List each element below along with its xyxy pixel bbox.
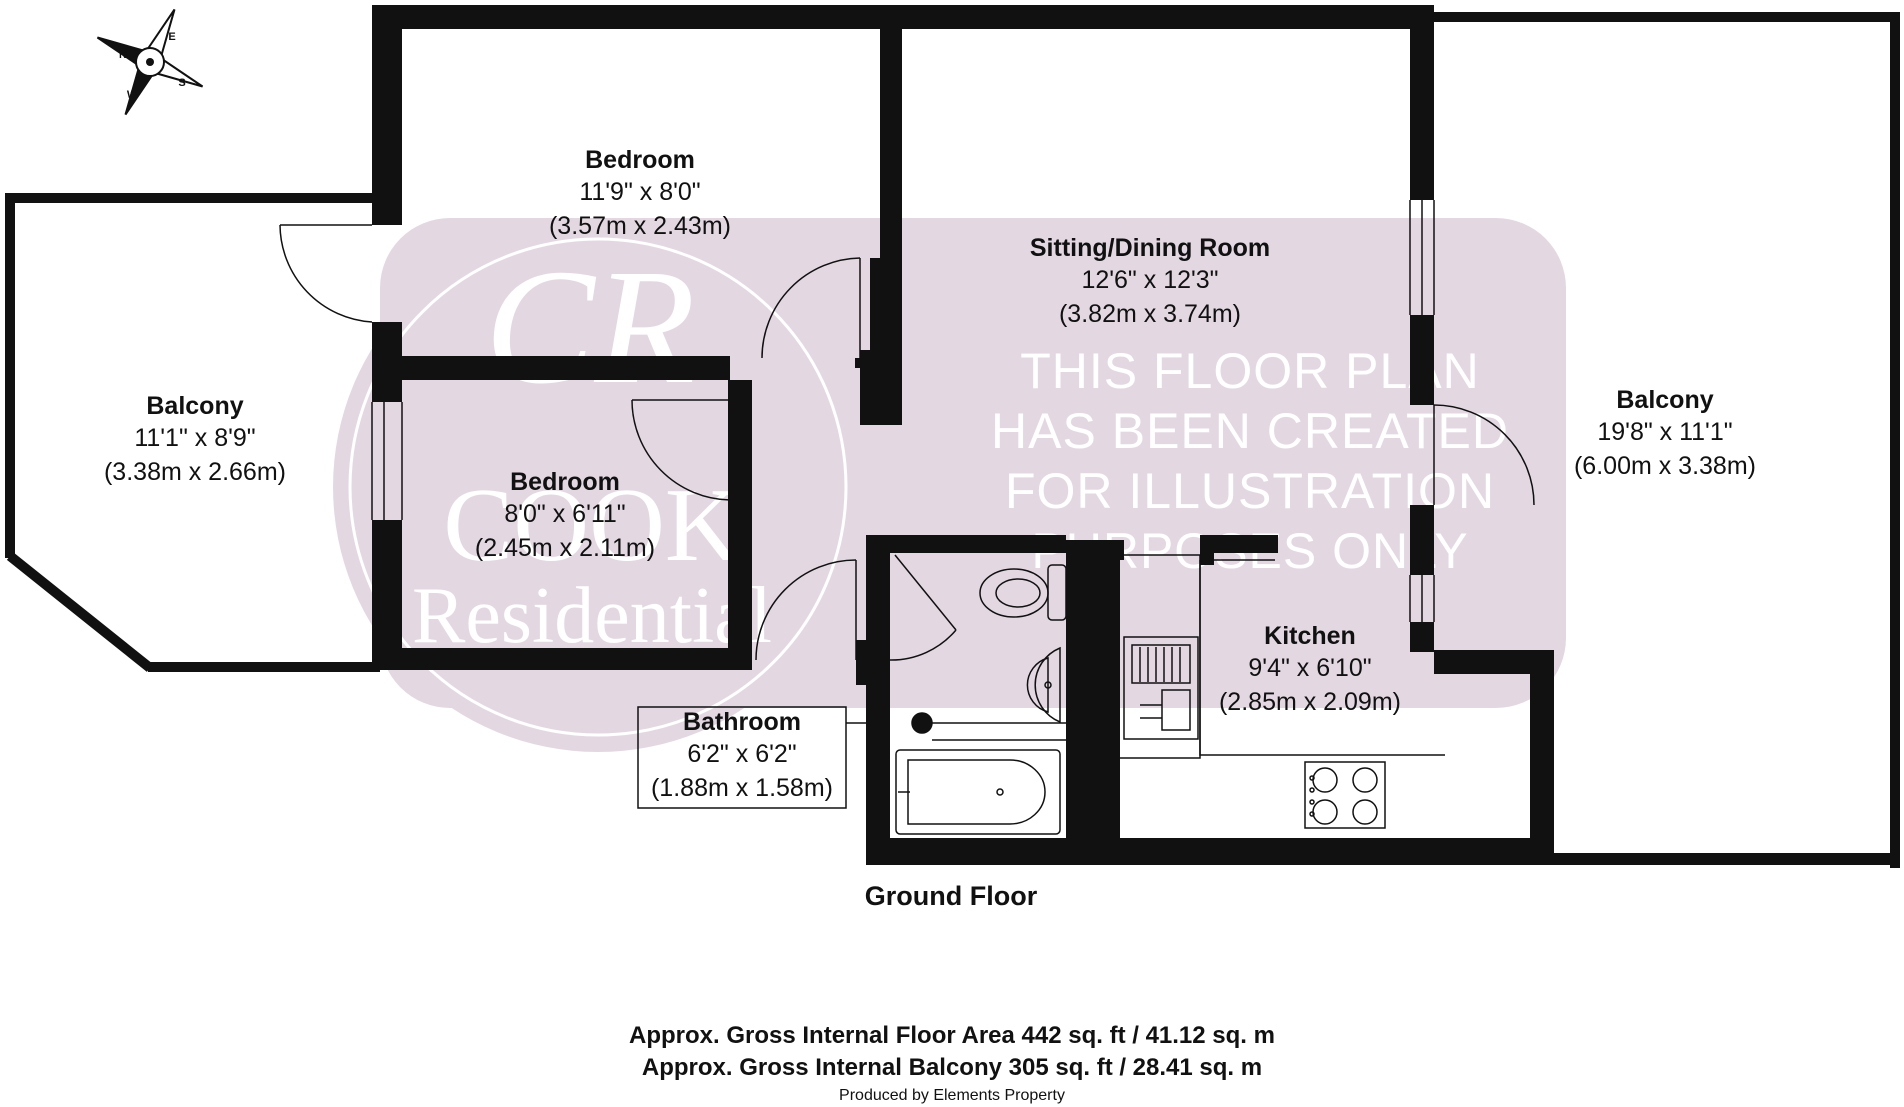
room-name: Bathroom (683, 708, 801, 736)
walls (5, 5, 1900, 868)
room-name: Balcony (1616, 386, 1713, 414)
watermark-logo-sub: Residential (412, 572, 772, 660)
area-balcony: Approx. Gross Internal Balcony 305 sq. f… (642, 1054, 1262, 1081)
balcony-left-diagonal (6, 552, 154, 672)
bath-icon (895, 749, 1061, 835)
room-dim-imperial: 19'8" x 11'1" (1597, 418, 1732, 446)
bathroom-fixtures (895, 564, 1067, 835)
compass-n: N (119, 49, 127, 61)
room-label-balcony-left: Balcony 11'1" x 8'9" (3.38m x 2.66m) (104, 392, 286, 486)
floor-label: Ground Floor (865, 881, 1038, 911)
watermark-ring (348, 237, 848, 737)
area-internal: Approx. Gross Internal Floor Area 442 sq… (629, 1022, 1275, 1049)
room-dim-metric: (3.38m x 2.66m) (104, 458, 286, 486)
shower-icon (911, 712, 933, 734)
room-label-bedroom-2: Bedroom 8'0" x 6'11" (2.45m x 2.11m) (475, 468, 655, 562)
watermark-notice-line-2: HAS BEEN CREATED (991, 403, 1509, 459)
windows (371, 200, 1435, 622)
room-name: Balcony (146, 392, 243, 420)
room-label-bedroom-1: Bedroom 11'9" x 8'0" (3.57m x 2.43m) (549, 146, 731, 240)
room-name: Sitting/Dining Room (1030, 234, 1270, 262)
kitchen-sink-icon (1123, 636, 1199, 740)
room-label-kitchen: Kitchen 9'4" x 6'10" (2.85m x 2.09m) (1219, 622, 1401, 716)
room-label-bathroom: Bathroom 6'2" x 6'2" (1.88m x 1.58m) (651, 708, 833, 802)
watermark-logo-name: COOK (443, 466, 741, 583)
room-dim-metric: (2.45m x 2.11m) (475, 534, 655, 562)
room-dim-metric: (3.57m x 2.43m) (549, 212, 731, 240)
hob-icon (1304, 761, 1386, 829)
room-label-balcony-right: Balcony 19'8" x 11'1" (6.00m x 3.38m) (1574, 386, 1756, 480)
compass-e: E (168, 31, 175, 43)
door-swings (279, 224, 1535, 661)
room-label-sitting-dining: Sitting/Dining Room 12'6" x 12'3" (3.82m… (1030, 234, 1270, 328)
toilet-icon (979, 564, 1067, 621)
room-dim-imperial: 12'6" x 12'3" (1081, 266, 1218, 294)
room-dim-metric: (6.00m x 3.38m) (1574, 452, 1756, 480)
watermark-logo-initials: CR (485, 235, 696, 418)
credit-text: Produced by Elements Property (839, 1087, 1065, 1104)
compass-s: S (178, 77, 185, 89)
room-dim-metric: (2.85m x 2.09m) (1219, 688, 1401, 716)
room-dim-metric: (1.88m x 1.58m) (651, 774, 833, 802)
sink-icon (1026, 646, 1061, 724)
room-name: Bedroom (585, 146, 695, 174)
room-dim-imperial: 9'4" x 6'10" (1248, 654, 1371, 682)
room-name: Bedroom (510, 468, 620, 496)
room-dim-imperial: 11'1" x 8'9" (134, 424, 255, 452)
room-dim-imperial: 8'0" x 6'11" (504, 500, 625, 528)
room-dim-imperial: 6'2" x 6'2" (687, 740, 796, 768)
room-name: Kitchen (1264, 622, 1356, 650)
kitchen-fixtures (1120, 554, 1386, 829)
compass-w: W (127, 89, 138, 101)
watermark-notice-line-1: THIS FLOOR PLAN (1020, 343, 1480, 399)
room-dim-metric: (3.82m x 3.74m) (1059, 300, 1241, 328)
wall-stub (1214, 540, 1274, 552)
compass-icon: N E S W (96, 8, 204, 116)
room-dim-imperial: 11'9" x 8'0" (579, 178, 700, 206)
